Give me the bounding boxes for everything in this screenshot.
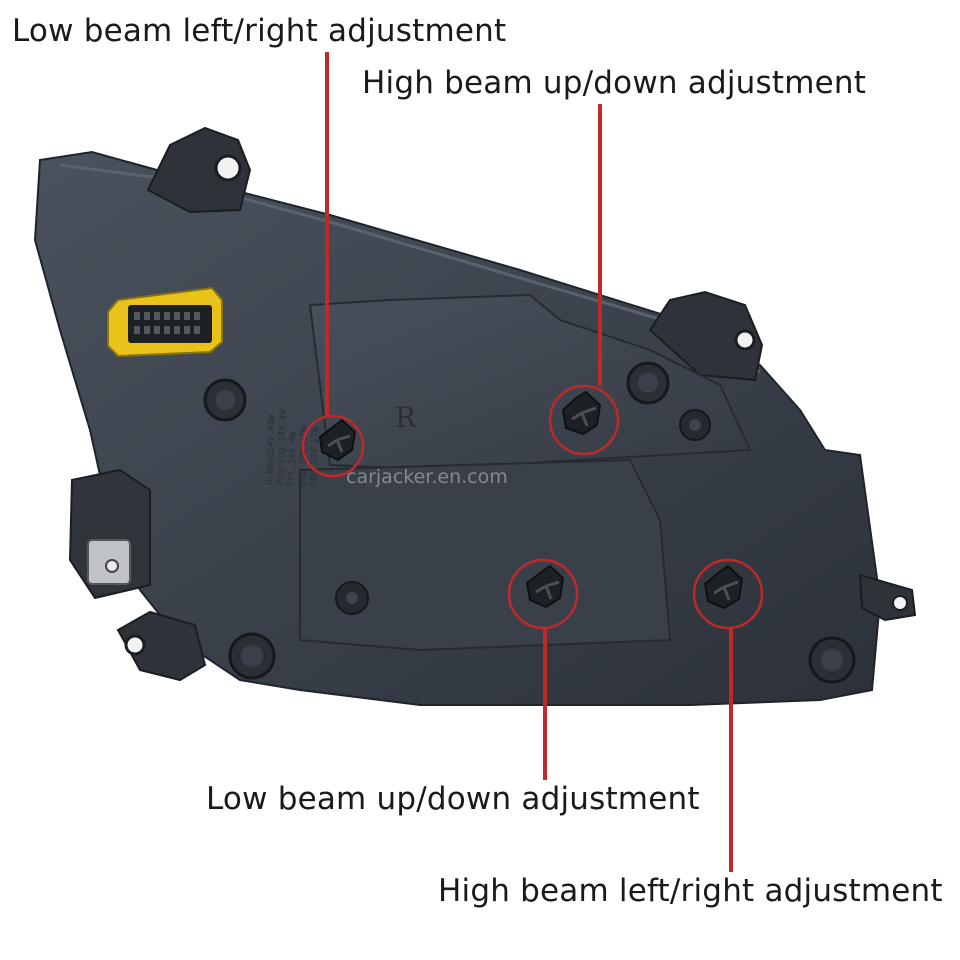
adjuster-high-beam-up-down bbox=[561, 390, 602, 436]
callout-low-beam-left-right: Low beam left/right adjustment bbox=[12, 13, 507, 49]
gear-icon bbox=[679, 409, 711, 441]
molded-spec-label: D-Bong24V 40W Fogring 24V 4W FPL 24V 4W … bbox=[265, 409, 321, 487]
callout-high-beam-left-right: High beam left/right adjustment bbox=[438, 873, 943, 909]
highlight-circle bbox=[301, 414, 365, 478]
mount-bracket-top-right bbox=[648, 290, 764, 382]
mount-bracket-top-left bbox=[146, 126, 252, 214]
spec-line: FDL 24V 17W bbox=[309, 426, 321, 486]
wiring-connector bbox=[107, 286, 223, 358]
housing-mark: R bbox=[395, 401, 417, 434]
dust-cap bbox=[808, 636, 856, 684]
highlight-circle bbox=[548, 384, 620, 456]
spec-line: D-Bong24V 40W bbox=[265, 414, 277, 485]
dust-cap bbox=[228, 632, 276, 680]
highlight-circle bbox=[692, 558, 764, 630]
adjuster-low-beam-up-down bbox=[525, 564, 565, 609]
dust-cap bbox=[203, 378, 247, 422]
spec-line: Fogring 24V 4W bbox=[276, 409, 289, 486]
housing-panel-lower bbox=[299, 458, 672, 652]
adjuster-high-beam-left-right bbox=[703, 564, 744, 610]
callout-low-beam-up-down: Low beam up/down adjustment bbox=[206, 781, 700, 817]
watermark: carjacker.en.com bbox=[346, 466, 508, 488]
gear-icon bbox=[335, 581, 369, 615]
spec-line: FPL 24V 4W bbox=[287, 431, 299, 486]
callout-high-beam-up-down: High beam up/down adjustment bbox=[362, 65, 867, 101]
dust-cap bbox=[626, 361, 670, 405]
adjuster-low-beam-left-right bbox=[318, 418, 357, 462]
mount-bracket-bottom-left bbox=[116, 610, 207, 682]
